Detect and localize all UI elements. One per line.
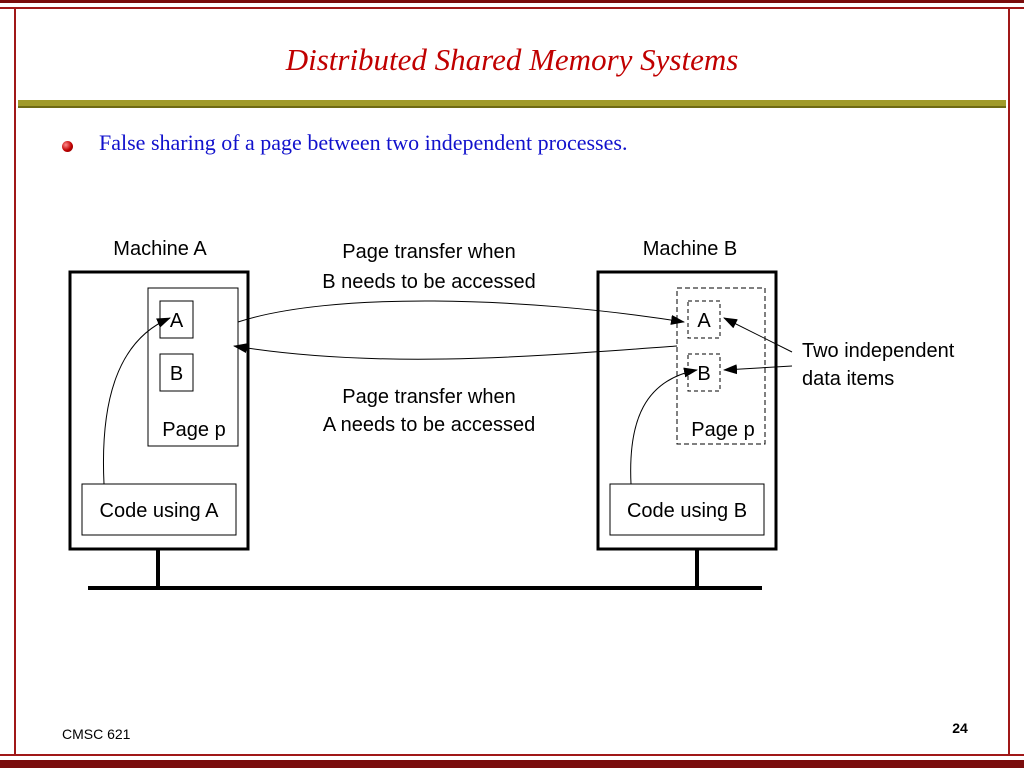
machine-a-code-label: Code using A <box>100 500 220 522</box>
machine-b-page-label: Page p <box>691 419 754 441</box>
slide-number: 24 <box>952 720 968 736</box>
transfer-arrow-b-to-a <box>233 343 678 360</box>
transfer-top-line-1: Page transfer when <box>342 241 515 263</box>
footer-course: CMSC 621 <box>62 726 131 742</box>
frame-top-inner <box>0 7 1024 9</box>
callout-arrow-to-b <box>723 364 793 375</box>
transfer-bottom-line-2: A needs to be accessed <box>323 414 535 436</box>
bullet-icon <box>62 141 73 152</box>
transfer-bottom-line-1: Page transfer when <box>342 386 515 408</box>
machine-a-item-b-box <box>159 353 194 392</box>
machine-a-item-a: A <box>170 310 184 332</box>
machine-a-page-label: Page p <box>162 419 225 441</box>
independent-items-line-1: Two independent <box>802 340 955 362</box>
transfer-arrow-a-to-b <box>237 300 685 325</box>
frame-bottom-outer <box>0 760 1024 768</box>
machine-b-code-label: Code using B <box>627 500 747 522</box>
frame-top-outer <box>0 0 1024 3</box>
machine-a-code-box <box>81 483 237 536</box>
machine-b-item-a: A <box>697 310 711 332</box>
frame-left <box>14 9 16 754</box>
bullet-text: False sharing of a page between two inde… <box>99 130 628 155</box>
machine-b-code-arrow <box>630 367 698 485</box>
frame-bottom-inner <box>0 754 1024 756</box>
transfer-top-line-2: B needs to be accessed <box>322 271 535 293</box>
slide-title: Distributed Shared Memory Systems <box>285 42 739 77</box>
independent-items-line-2: data items <box>802 368 894 390</box>
machine-b-item-a-box <box>687 300 721 339</box>
machine-a-label: Machine A <box>113 238 207 260</box>
machine-b-item-b: B <box>697 363 710 385</box>
machine-a-item-b: B <box>170 363 183 385</box>
title-divider <box>18 100 1006 108</box>
machine-a-code-arrow <box>102 317 171 485</box>
machine-b-label: Machine B <box>643 238 738 260</box>
frame-right <box>1008 9 1010 754</box>
machine-b-code-box <box>609 483 765 536</box>
callout-arrow-to-a <box>723 317 793 353</box>
